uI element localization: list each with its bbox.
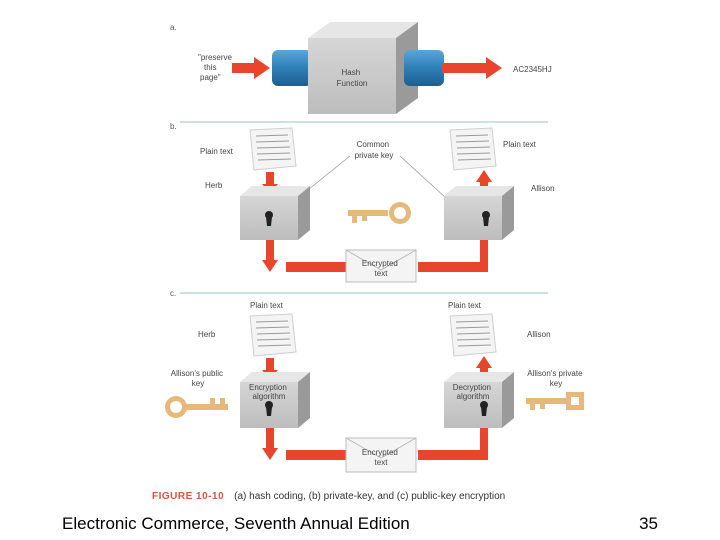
b-envelope-label: Encrypted text <box>362 259 400 278</box>
hash-box-top <box>308 22 418 38</box>
c-right-doc-label: Plain text <box>448 301 482 310</box>
b-right-keyhole-icon <box>482 211 490 226</box>
section-a-label: a. <box>170 23 177 32</box>
figure-number: FIGURE 10-10 <box>152 491 225 502</box>
c-left-keyhole-icon <box>265 401 273 416</box>
b-private-key-icon <box>348 202 411 224</box>
b-receiver-label: Allison <box>531 184 555 193</box>
figure-caption-text: (a) hash coding, (b) private-key, and (c… <box>234 491 506 502</box>
b-left-lock-box <box>240 186 310 240</box>
c-left-drop-arrow <box>266 428 274 450</box>
b-right-doc-label: Plain text <box>503 140 537 149</box>
c-left-down-arrow <box>266 358 274 372</box>
c-right-keyhole-icon <box>480 401 488 416</box>
c-decryption-box <box>444 372 514 428</box>
b-left-keyhole-icon <box>265 211 273 226</box>
c-encryption-box <box>240 372 310 428</box>
section-c-label: c. <box>170 289 176 298</box>
b-right-lock-box <box>444 186 514 240</box>
c-bottom-left-arrow <box>286 450 348 460</box>
hash-left-pipe <box>272 50 312 86</box>
hash-function-label: Hash Function <box>337 68 368 88</box>
footer-title: Electronic Commerce, Seventh Annual Edit… <box>62 514 410 533</box>
hash-input-arrow <box>232 63 256 73</box>
b-key-line-right <box>399 155 447 199</box>
figure-caption: FIGURE 10-10 (a) hash coding, (b) private… <box>152 491 505 502</box>
b-key-label: Common private key <box>355 140 394 160</box>
page-number: 35 <box>639 514 658 533</box>
b-left-drop-arrow-head <box>262 260 278 272</box>
c-envelope-icon <box>345 437 417 473</box>
b-envelope-icon <box>345 249 417 283</box>
hash-output-text: AC2345HJ <box>513 65 552 74</box>
c-right-key-label: Allison's private key <box>527 369 585 388</box>
c-decryption-label: Decryption algorithm <box>453 383 493 401</box>
b-left-down-arrow <box>266 172 274 186</box>
b-bottom-left-arrow <box>286 262 348 272</box>
b-right-up-arrow-head <box>476 170 492 182</box>
c-left-drop-arrow-head <box>262 448 278 460</box>
c-right-document <box>449 313 497 357</box>
c-bottom-right-arrow <box>418 450 488 460</box>
c-private-key-icon <box>526 392 584 410</box>
c-left-doc-label: Plain text <box>250 301 284 310</box>
hash-function-box <box>308 38 396 114</box>
c-public-key-icon <box>165 396 228 418</box>
b-left-document <box>249 127 297 171</box>
b-right-rise-arrow <box>480 240 488 272</box>
hash-output-arrow-head <box>486 57 502 79</box>
c-envelope-label: Encrypted text <box>362 448 400 467</box>
c-right-rise-arrow <box>480 428 488 460</box>
hash-right-pipe <box>404 50 444 86</box>
b-left-drop-arrow <box>266 240 274 262</box>
hash-input-text: "preserve this page" <box>198 53 234 82</box>
c-right-up-arrow-head <box>476 356 492 368</box>
section-b-label: b. <box>170 122 177 131</box>
c-encryption-label: Encryption algorithm <box>249 383 289 401</box>
b-left-doc-label: Plain text <box>200 147 234 156</box>
c-left-document <box>249 313 297 357</box>
hash-input-arrow-head <box>254 57 270 79</box>
hash-output-arrow <box>442 63 488 73</box>
c-left-key-label: Allison's public key <box>171 369 225 388</box>
b-sender-label: Herb <box>205 181 223 190</box>
b-bottom-right-arrow <box>418 262 488 272</box>
c-receiver-label: Allison <box>527 330 551 339</box>
b-right-document <box>449 127 497 171</box>
c-sender-label: Herb <box>198 330 216 339</box>
